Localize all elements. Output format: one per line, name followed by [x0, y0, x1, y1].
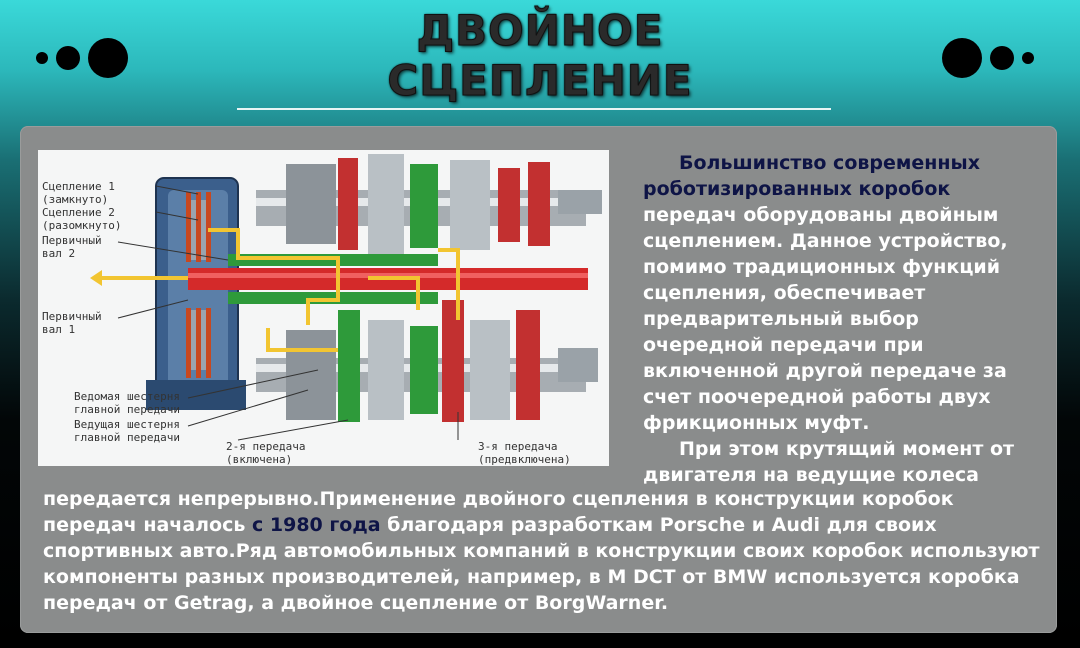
paragraph-intro-highlight: Большинство современных роботизированных…	[643, 152, 980, 200]
gearbox-illustration	[90, 154, 602, 441]
title-underline	[237, 108, 831, 110]
gearbox-diagram: Сцепление 1 (замкнуто) Сцепление 2 (разо…	[38, 150, 609, 466]
paragraph-history-c: благодаря разработкам Porsche и Audi для…	[43, 514, 1040, 614]
paragraph-intro: Большинство современных роботизированных…	[643, 150, 1038, 488]
slide-title: ДВОЙНОЕ СЦЕПЛЕНИЕ	[0, 6, 1080, 106]
title-line-1: ДВОЙНОЕ	[416, 6, 664, 56]
label-drive-gear: Ведущая шестерня главной передачи	[74, 418, 180, 444]
label-clutch-1: Сцепление 1 (замкнуто)	[42, 180, 115, 206]
title-line-2: СЦЕПЛЕНИЕ	[387, 56, 693, 106]
paragraph-history: передается непрерывно.Применение двойног…	[43, 486, 1043, 616]
label-gear-2: 2-я передача (включена)	[226, 440, 306, 466]
paragraph-history-a: передается непрерывно.Применение двойног…	[43, 488, 954, 536]
decorative-dots-left	[36, 36, 146, 80]
paragraph-intro-rest: передач оборудованы двойным сцеплением. …	[643, 204, 1008, 434]
label-input-shaft-1: Первичный вал 1	[42, 310, 102, 336]
decorative-dots-right	[940, 36, 1050, 80]
year-highlight: с 1980 года	[252, 514, 381, 536]
label-driven-gear: Ведомая шестерня главной передачи	[74, 390, 180, 416]
paragraph-torque-start: При этом крутящий момент от двигателя на…	[643, 438, 1015, 486]
label-input-shaft-2: Первичный вал 2	[42, 234, 102, 260]
label-gear-3: 3-я передача (предвключена)	[478, 440, 571, 466]
label-clutch-2: Сцепление 2 (разомкнуто)	[42, 206, 122, 232]
